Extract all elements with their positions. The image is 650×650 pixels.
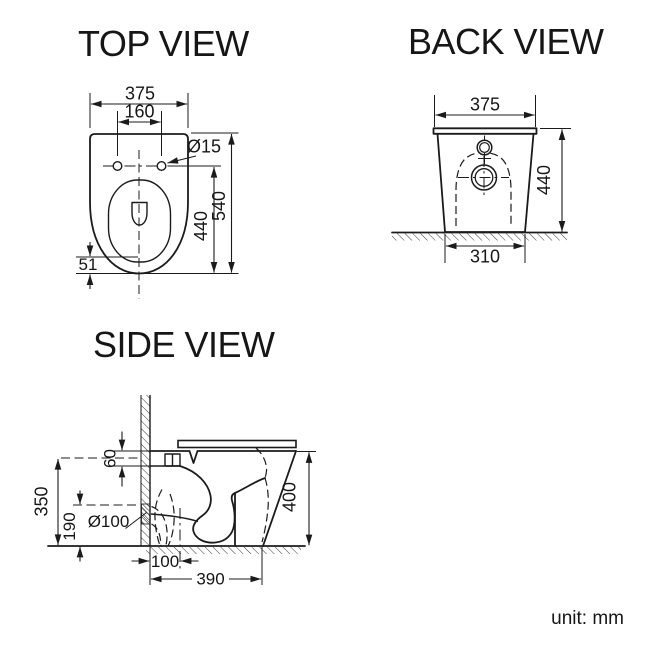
dim-label: Ø100 — [88, 512, 130, 531]
front-face-line — [262, 450, 297, 547]
dim-side-base-depth: 390 — [150, 547, 263, 589]
dim-back-height: 440 — [534, 128, 571, 232]
leader-arrow — [167, 155, 197, 164]
dim-label: 375 — [470, 95, 500, 115]
dim-side-inlet-height: 350 — [32, 457, 141, 545]
hidden-outlet-pipe-2 — [151, 523, 162, 547]
dim-back-base-width: 310 — [444, 234, 526, 267]
dim-label: 310 — [470, 247, 500, 267]
rim-top-line — [149, 450, 297, 464]
top-view: TOP VIEW 375 160 Ø15 440 — [76, 23, 250, 299]
dim-label: 51 — [79, 255, 98, 274]
dim-label: 100 — [151, 552, 179, 571]
dim-label: 375 — [125, 84, 155, 104]
dim-top-overall-width: 375 — [89, 84, 189, 128]
leader-line — [125, 512, 147, 529]
back-view: BACK VIEW 375 440 310 — [391, 21, 605, 267]
hidden-sump-right — [167, 493, 175, 547]
bowl-and-trap-outline — [179, 465, 266, 544]
hidden-bowl-inner — [255, 447, 268, 479]
dim-top-overall-length: 540 — [209, 134, 235, 273]
pan-rim-band — [432, 127, 538, 135]
hidden-sump-left — [154, 489, 163, 546]
dim-side-outlet-setout: 100 — [131, 547, 199, 585]
dim-side-outlet-height: 190 — [60, 490, 141, 562]
dim-top-holes-to-front: 440 — [191, 167, 218, 273]
dim-side-outlet-diameter: Ø100 — [88, 512, 147, 531]
unit-note: unit: mm — [551, 608, 624, 629]
dim-label: 400 — [280, 482, 300, 512]
dim-back-top-width: 375 — [434, 95, 536, 127]
back-view-title: BACK VIEW — [408, 21, 604, 62]
dim-label: 540 — [209, 191, 229, 221]
mounting-hole-left — [112, 160, 123, 171]
wall-outlet-hole — [141, 503, 151, 525]
dim-label: 160 — [124, 102, 154, 122]
dim-top-hole-diameter: Ø15 — [167, 137, 221, 164]
wall-hatch — [141, 395, 150, 546]
dim-label: 390 — [196, 570, 224, 589]
water-inlet-inner — [479, 142, 490, 153]
side-view: SIDE VIEW 60 350 — [32, 324, 316, 589]
dim-top-hole-spacing: 160 — [117, 102, 162, 156]
dim-label: 350 — [32, 486, 52, 516]
hidden-outlet-pipe-1 — [151, 505, 168, 547]
mounting-hole-right — [156, 160, 167, 171]
dim-label: 190 — [60, 512, 79, 540]
dim-label: Ø15 — [187, 137, 221, 157]
floor-hatch — [392, 233, 567, 241]
flush-outlet-symbol — [131, 201, 148, 226]
dim-label: 440 — [534, 165, 554, 195]
dim-side-overall-height: 400 — [280, 451, 316, 546]
floor-hatch — [146, 547, 301, 554]
top-view-title: TOP VIEW — [78, 23, 249, 64]
seat-lid — [177, 439, 297, 449]
side-view-title: SIDE VIEW — [93, 324, 275, 365]
dim-top-back-overhang: 51 — [76, 242, 138, 289]
dim-label: 440 — [191, 211, 211, 241]
